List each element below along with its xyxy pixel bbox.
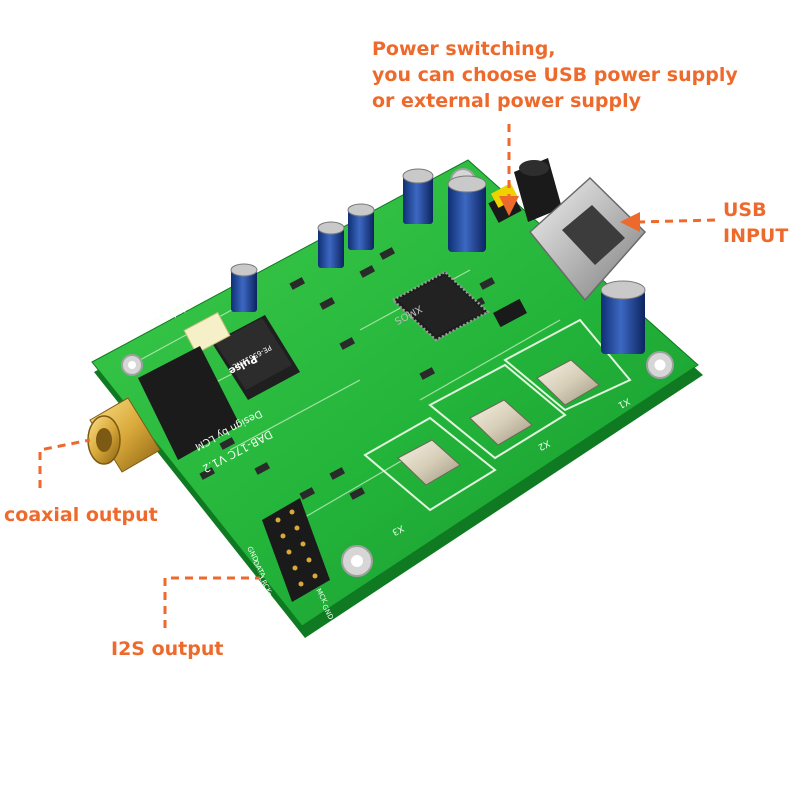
electrolytic-capacitors bbox=[230, 168, 646, 354]
pulse-transformer bbox=[212, 315, 300, 400]
power-callout-line-2: you can choose USB power supply bbox=[372, 64, 738, 86]
crystal-label-x3: X3 bbox=[390, 522, 405, 536]
power-callout-line-1: Power switching, bbox=[372, 38, 556, 60]
usb-b-connector bbox=[528, 176, 647, 302]
i2s-output-callout: I2S output bbox=[111, 638, 224, 660]
header-pin-bck: BCK bbox=[263, 591, 277, 608]
rca-coaxial-connector bbox=[87, 346, 240, 473]
callout-arrows bbox=[38, 124, 716, 628]
power-switching-callout: Power switching, you can choose USB powe… bbox=[372, 36, 738, 114]
coaxial-output-callout: coaxial output bbox=[4, 504, 158, 526]
date-mark: 2017/8/2 bbox=[145, 298, 195, 333]
callout-arrowheads bbox=[499, 196, 640, 232]
usb-input-callout: USB INPUT bbox=[723, 197, 788, 249]
smd-components bbox=[199, 247, 496, 500]
small-ic bbox=[493, 298, 527, 328]
crystal-pads bbox=[363, 318, 632, 512]
dc-jack bbox=[514, 158, 562, 222]
chip-text: XMOS bbox=[392, 302, 423, 326]
crystal-label-x2: X2 bbox=[536, 437, 551, 451]
xmos-chip bbox=[390, 270, 491, 342]
crystal-label-x1: X1 bbox=[616, 395, 631, 409]
header-pin-mck: MCK bbox=[314, 587, 329, 605]
usb-callout-line-1: USB bbox=[723, 199, 767, 221]
header-pin-gnd-2: GND bbox=[320, 603, 335, 621]
usb-callout-line-2: INPUT bbox=[723, 225, 789, 247]
crystal-oscillators bbox=[397, 359, 600, 486]
i2s-header bbox=[262, 498, 330, 602]
power-callout-line-3: or external power supply bbox=[372, 90, 642, 112]
yellow-component bbox=[183, 311, 231, 355]
